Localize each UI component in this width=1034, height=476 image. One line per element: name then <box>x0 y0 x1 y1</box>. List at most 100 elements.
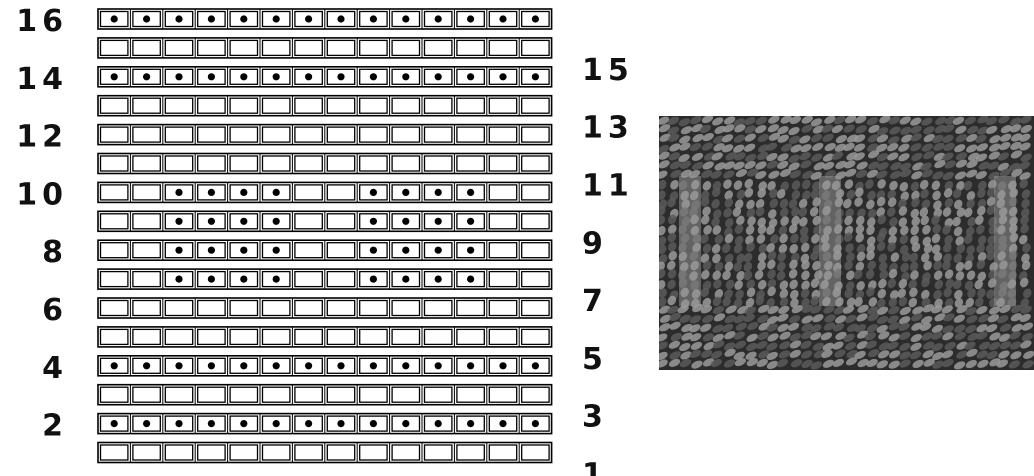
purl-dot <box>532 73 539 80</box>
purl-dot <box>467 73 474 80</box>
row-label-4: 4 <box>42 351 68 386</box>
purl-dot <box>175 218 182 225</box>
purl-dot <box>402 189 409 196</box>
purl-dot <box>240 218 247 225</box>
purl-dot <box>370 218 377 225</box>
stitch-cell <box>522 40 549 55</box>
purl-dot <box>143 15 150 22</box>
stitch-cell <box>101 127 128 142</box>
stitch-cell <box>263 445 290 460</box>
stitch-cell <box>327 243 354 258</box>
purl-dot <box>208 73 215 80</box>
purl-dot <box>402 73 409 80</box>
stitch-cell <box>133 445 160 460</box>
stitch-cell <box>522 445 549 460</box>
stitch-cell <box>101 98 128 113</box>
stitch-cell <box>295 272 322 287</box>
row-label-7: 7 <box>582 284 608 319</box>
stitch-cell <box>198 445 225 460</box>
stitch-cell <box>327 127 354 142</box>
purl-dot <box>273 189 280 196</box>
purl-dot <box>435 15 442 22</box>
stitch-cell <box>295 185 322 200</box>
stitch-cell <box>360 98 387 113</box>
stitch-cell <box>425 301 452 316</box>
purl-dot <box>273 276 280 283</box>
stitch-cell <box>263 40 290 55</box>
stitch-cell <box>392 98 419 113</box>
stitch-cell <box>101 272 128 287</box>
chart-grid <box>98 9 552 463</box>
stitch-cell <box>230 98 257 113</box>
purl-dot <box>435 247 442 254</box>
purl-dot <box>435 73 442 80</box>
stitch-cell <box>522 185 549 200</box>
stitch-cell <box>133 127 160 142</box>
purl-dot <box>370 73 377 80</box>
purl-dot <box>208 362 215 369</box>
stitch-cell <box>425 98 452 113</box>
stitch-cell <box>360 387 387 402</box>
purl-dot <box>402 362 409 369</box>
row-label-16: 16 <box>16 4 68 39</box>
stitch-cell <box>295 329 322 344</box>
purl-dot <box>208 276 215 283</box>
stitch-cell <box>295 127 322 142</box>
chart-row-5 <box>98 327 552 347</box>
stitch-cell <box>295 156 322 171</box>
stitch-cell <box>522 301 549 316</box>
stitch-cell <box>327 40 354 55</box>
stitch-cell <box>295 40 322 55</box>
stitch-cell <box>198 40 225 55</box>
stitch-cell <box>230 127 257 142</box>
stitch-cell <box>327 387 354 402</box>
stitch-cell <box>133 214 160 229</box>
purl-dot <box>467 362 474 369</box>
row-label-8: 8 <box>42 235 68 270</box>
stitch-cell <box>457 387 484 402</box>
stitch-cell <box>327 272 354 287</box>
stitch-cell <box>165 445 192 460</box>
stitch-cell <box>392 127 419 142</box>
purl-dot <box>370 276 377 283</box>
swatch-rib-3 <box>994 176 1016 306</box>
swatch-rib-1 <box>679 176 701 306</box>
purl-dot <box>175 73 182 80</box>
chart-row-6 <box>98 298 552 318</box>
purl-dot <box>402 218 409 225</box>
stitch-cell <box>489 214 516 229</box>
purl-dot <box>175 247 182 254</box>
purl-dot <box>175 362 182 369</box>
stitch-cell <box>522 387 549 402</box>
purl-dot <box>111 362 118 369</box>
stitch-cell <box>522 272 549 287</box>
stitch-cell <box>457 40 484 55</box>
stitch-cell <box>101 214 128 229</box>
stitch-cell <box>263 329 290 344</box>
stitch-cell <box>489 156 516 171</box>
purl-dot <box>273 362 280 369</box>
row-label-14: 14 <box>16 62 68 97</box>
purl-dot <box>305 15 312 22</box>
purl-dot <box>402 276 409 283</box>
purl-dot <box>467 247 474 254</box>
purl-dot <box>143 362 150 369</box>
purl-dot <box>435 420 442 427</box>
stitch-cell <box>230 329 257 344</box>
purl-dot <box>532 15 539 22</box>
stitch-cell <box>263 127 290 142</box>
stitch-cell <box>392 329 419 344</box>
stitch-cell <box>133 301 160 316</box>
chart-row-11 <box>98 154 552 174</box>
stitch-cell <box>263 301 290 316</box>
chart-row-9 <box>98 211 552 231</box>
purl-dot <box>499 73 506 80</box>
stitch-cell <box>425 127 452 142</box>
stitch-cell <box>133 243 160 258</box>
chart-row-16 <box>98 9 552 29</box>
purl-dot <box>240 276 247 283</box>
stitch-cell <box>425 329 452 344</box>
stitch-cell <box>522 156 549 171</box>
stitch-cell <box>425 156 452 171</box>
stitch-cell <box>489 243 516 258</box>
